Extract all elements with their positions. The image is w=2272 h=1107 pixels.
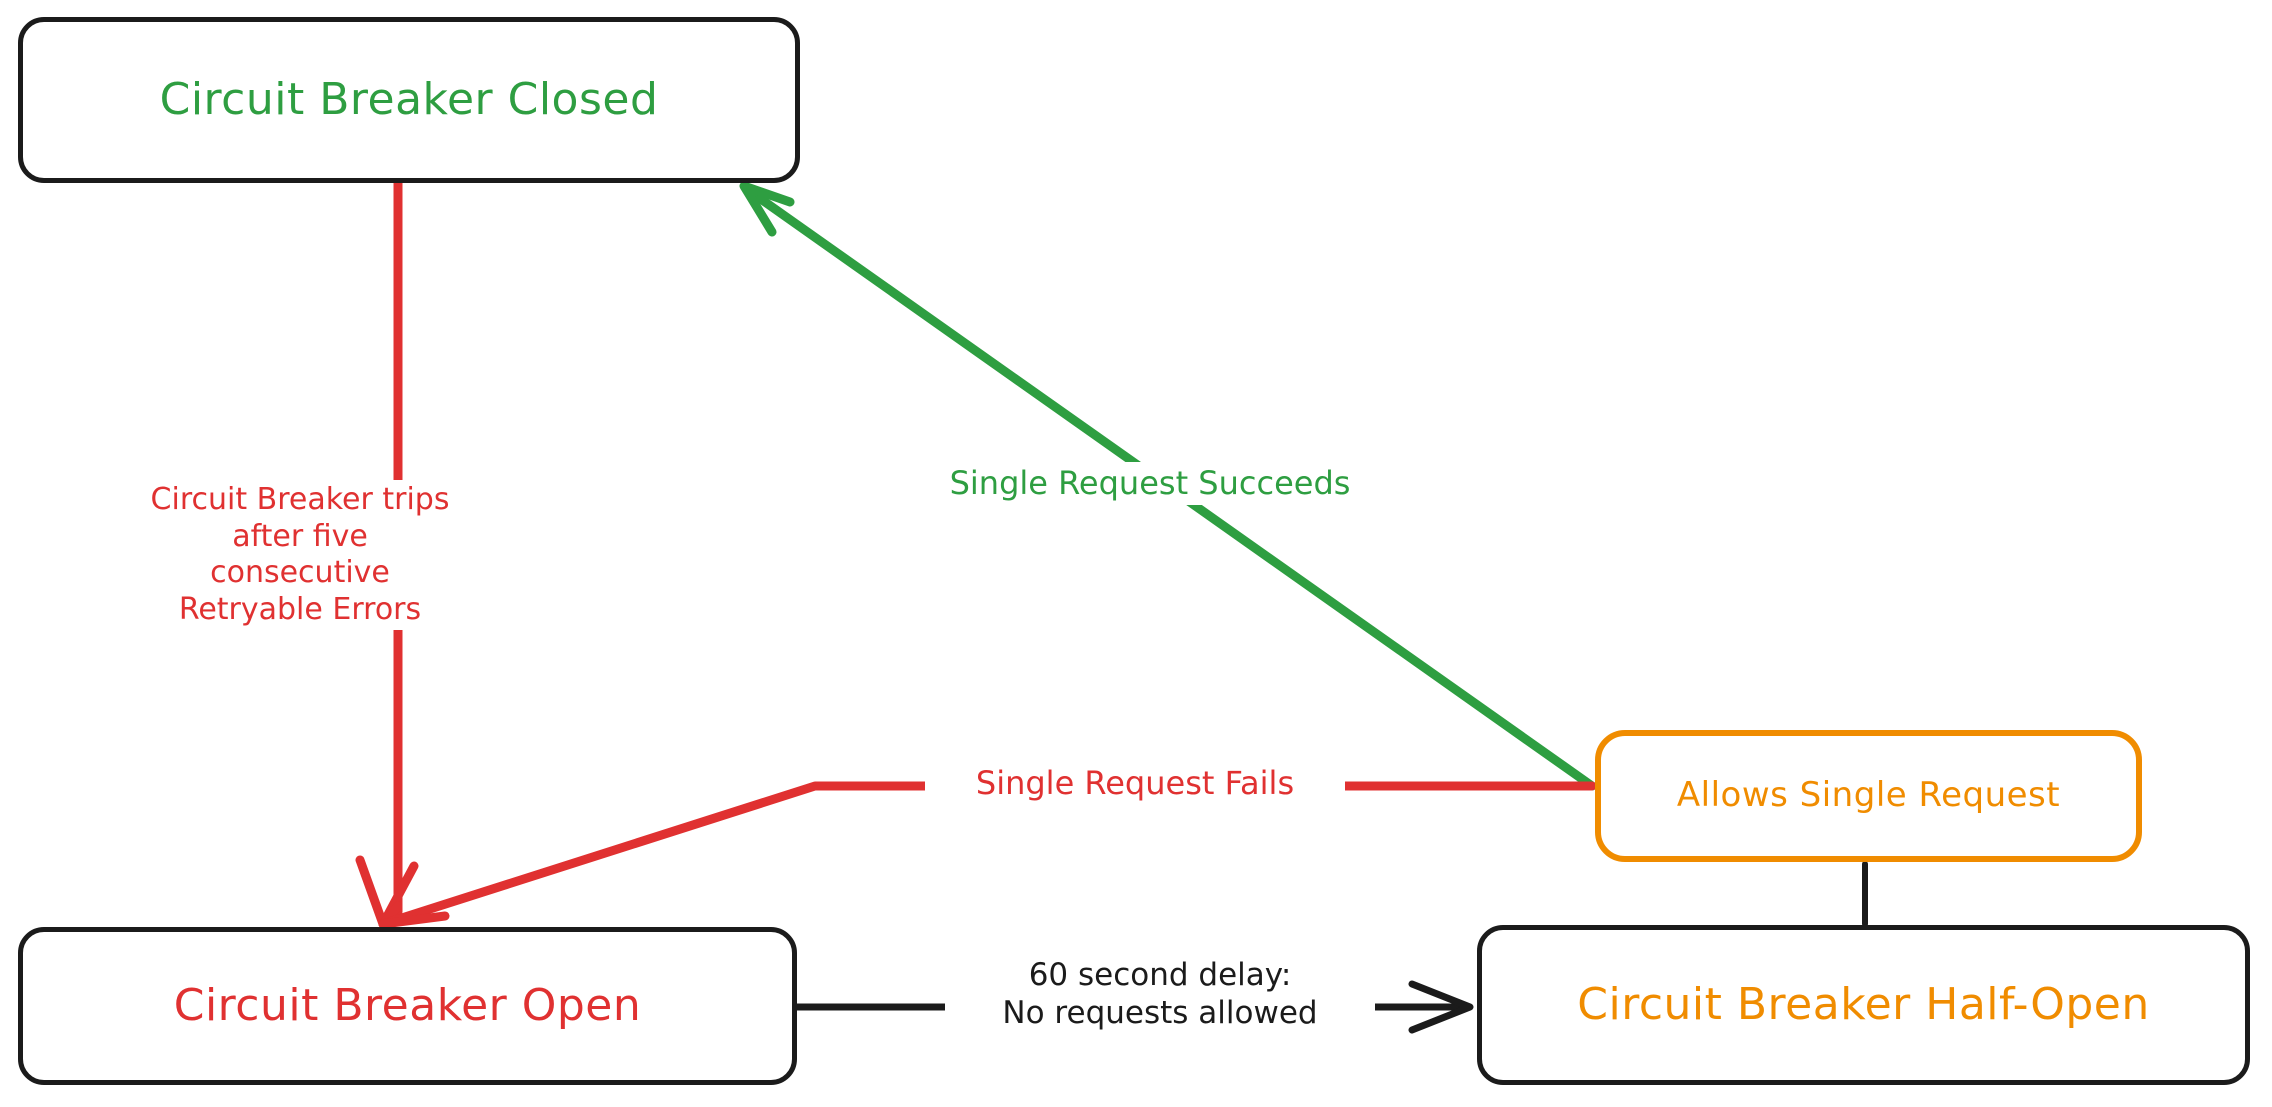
node-allows-single-request[interactable]: Allows Single Request <box>1595 730 2142 862</box>
edge-label-closed-to-open: Circuit Breaker trips after five consecu… <box>140 480 460 631</box>
node-label-half-open: Circuit Breaker Half-Open <box>1577 978 2150 1030</box>
node-circuit-breaker-open[interactable]: Circuit Breaker Open <box>18 927 797 1085</box>
node-circuit-breaker-closed[interactable]: Circuit Breaker Closed <box>18 17 800 183</box>
edge-allows-to-open <box>378 781 1597 929</box>
node-circuit-breaker-half-open[interactable]: Circuit Breaker Half-Open <box>1477 925 2250 1085</box>
node-label-allows-single-request: Allows Single Request <box>1676 775 2061 816</box>
node-label-open: Circuit Breaker Open <box>173 979 642 1031</box>
edge-label-single-request-succeeds: Single Request Succeeds <box>905 462 1395 506</box>
edge-label-sixty-second-delay: 60 second delay: No requests allowed <box>945 955 1375 1035</box>
edge-label-single-request-fails: Single Request Fails <box>925 762 1345 806</box>
node-label-closed: Circuit Breaker Closed <box>159 73 659 125</box>
